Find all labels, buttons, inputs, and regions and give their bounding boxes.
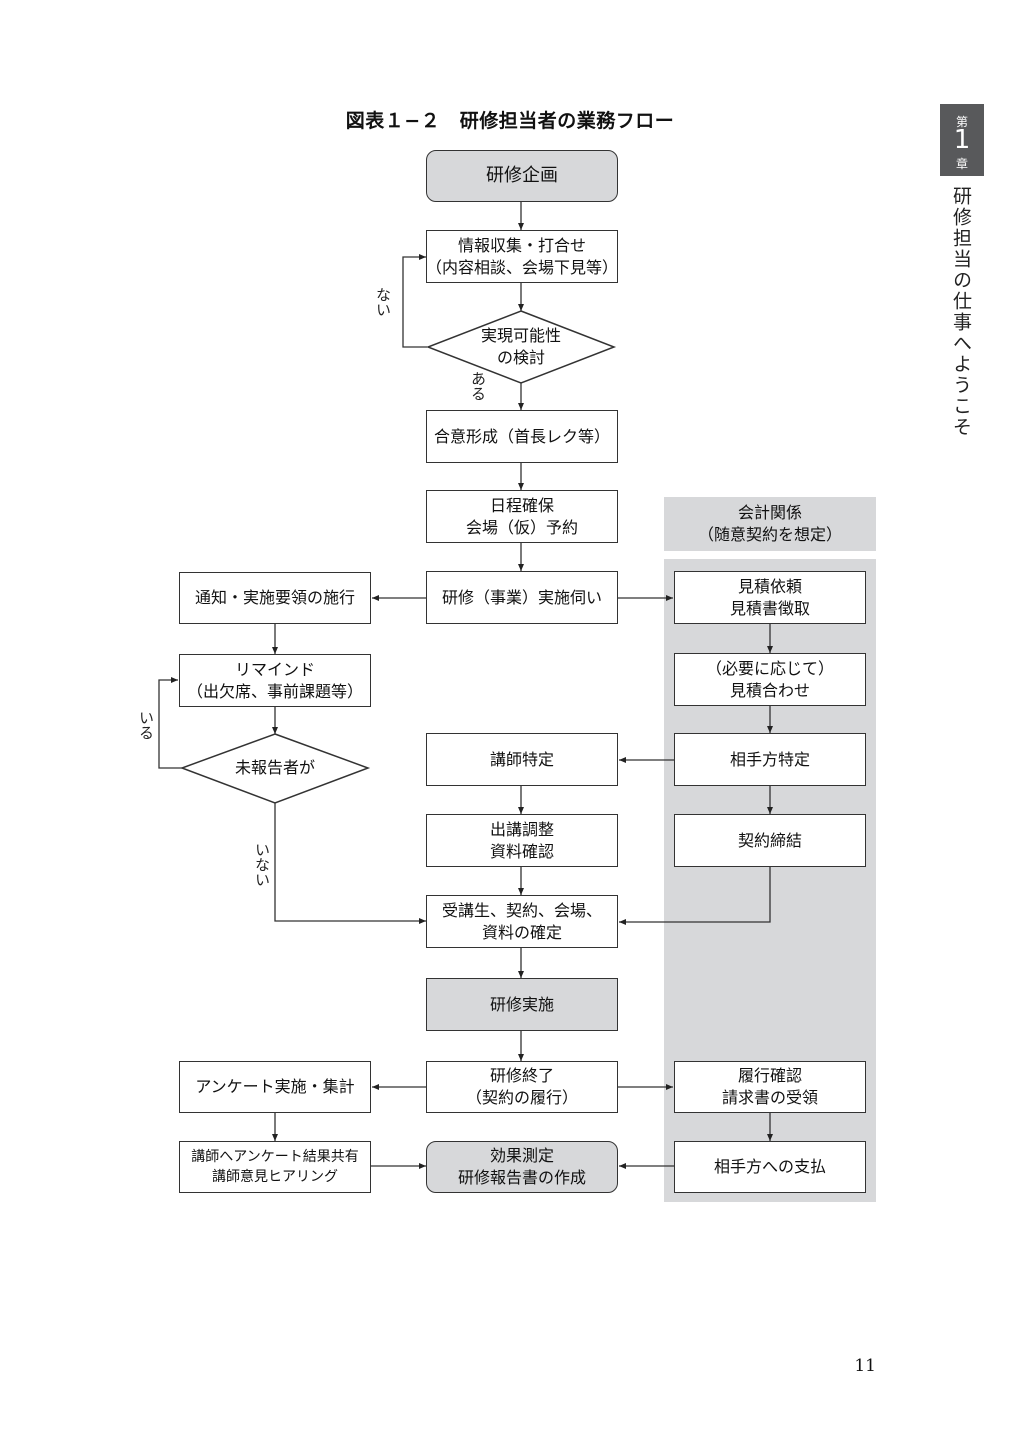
text-line: 見積合わせ [729,680,810,700]
chapter-tab-prefix: 第 [955,115,968,129]
node-joho: 情報収集・打合せ （内容相談、会場下見等） [426,230,618,283]
text-line: 日程確保 [489,495,554,515]
arrow-mihoukoku-loop-iru [158,677,182,769]
arrow-mihoukoku-kakutei-inai [274,803,426,924]
node-jisshi: 研修実施 [426,978,618,1031]
text-line: 会計関係 [737,503,802,522]
decision-diamond-mihoukoku [179,733,371,804]
chapter-title: 研修担当の仕事へようこそ [950,186,972,438]
text-line: 研修実施 [489,994,554,1014]
node-awase: （必要に応じて） 見積合わせ [674,653,866,706]
text-line: 研修終了 [489,1066,554,1085]
text-line: 会場（仮）予約 [465,517,578,537]
text-line: 未報告者が [234,758,315,777]
text-line: 相手方特定 [729,749,810,769]
chapter-tab-suffix: 章 [955,157,968,171]
node-mihoukoku: 未報告者が [200,754,350,782]
text-line: 契約締結 [737,830,802,850]
text-line: 研修報告書の作成 [457,1168,586,1187]
chapter-tab-number: 1 [953,125,971,155]
text-line: （随意契約を想定） [697,525,842,544]
node-keiyaku: 契約締結 [674,814,866,867]
node-kikaku: 研修企画 [426,150,618,202]
accounting-header: 会計関係 （随意契約を想定） [664,497,876,551]
node-ukagai: 研修（事業）実施伺い [426,571,618,624]
text-line: 情報収集・打合せ [457,235,586,255]
text-line: 効果測定 [489,1146,554,1165]
text-line: 講師特定 [489,749,554,769]
text-line: 受講生、契約、会場、 [441,900,602,920]
node-kanou: 実現可能性 の検討 [440,322,602,372]
text-line: 研修（事業）実施伺い [441,587,602,607]
text-line: 履行確認 [737,1066,802,1085]
branch-label-aru: ある [469,371,487,401]
text-line: 出講調整 [489,819,554,839]
node-shiharai: 相手方への支払 [674,1141,866,1193]
arrow-kanou-loop-nai [402,254,427,348]
branch-label-iru: いる [137,710,155,740]
text-line: （契約の履行） [465,1088,578,1107]
node-kakutei: 受講生、契約、会場、 資料の確定 [426,895,618,948]
node-enquete: アンケート実施・集計 [179,1061,371,1113]
text-line: 資料確認 [489,841,554,861]
node-aitegata: 相手方特定 [674,733,866,786]
text-line: 合意形成（首長レク等） [433,426,610,446]
text-line: の検討 [496,348,545,367]
text-line: リマインド [234,659,315,679]
decision-diamond-kanou [425,310,617,384]
text-line: 資料の確定 [481,922,562,942]
node-koka: 効果測定 研修報告書の作成 [426,1141,618,1193]
text-line: 研修企画 [486,165,558,186]
text-line: 通知・実施要領の施行 [194,588,355,607]
text-line: 見積書徴取 [729,598,810,618]
branch-label-nai: ない [374,287,392,317]
node-remind: リマインド （出欠席、事前課題等） [179,654,371,707]
node-tsuchi: 通知・実施要領の施行 [179,572,371,624]
chapter-tab: 第 1 章 [940,104,984,176]
text-line: 実現可能性 [480,326,561,345]
branch-label-inai: いない [253,842,271,887]
text-line: 講師へアンケート結果共有 [191,1149,359,1165]
text-line: 講師意見ヒアリング [212,1169,338,1185]
node-nittei: 日程確保 会場（仮）予約 [426,490,618,543]
node-goi: 合意形成（首長レク等） [426,410,618,463]
text-line: アンケート実施・集計 [195,1077,355,1096]
accounting-header-panel [664,497,876,551]
node-shukko: 出講調整 資料確認 [426,814,618,867]
text-line: （必要に応じて） [705,658,834,678]
node-mitsumori: 見積依頼 見積書徴取 [674,571,866,624]
node-shuryo: 研修終了 （契約の履行） [426,1061,618,1113]
node-koshi-tokutei: 講師特定 [426,733,618,786]
node-kyoyu: 講師へアンケート結果共有 講師意見ヒアリング [179,1141,371,1193]
text-line: 相手方への支払 [713,1157,826,1176]
text-line: 見積依頼 [737,576,802,596]
node-rikou: 履行確認 請求書の受領 [674,1061,866,1113]
page-number: 11 [854,1356,876,1376]
figure-title: 図表１−２ 研修担当者の業務フロー [345,110,675,132]
arrow-keiyaku-kakutei [619,867,771,925]
text-line: （内容相談、会場下見等） [426,257,619,277]
text-line: 請求書の受領 [721,1088,818,1107]
text-line: （出欠席、事前課題等） [186,681,363,701]
